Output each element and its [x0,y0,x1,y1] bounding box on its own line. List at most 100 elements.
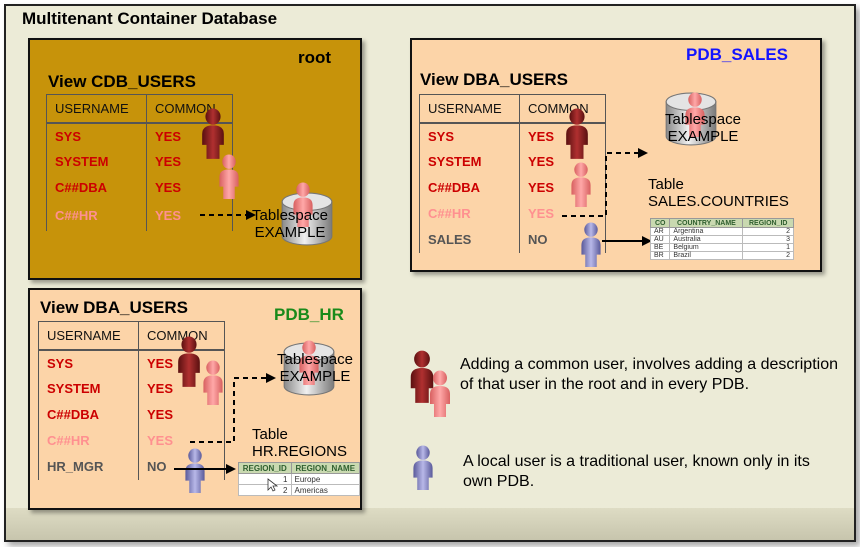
user-cell: SYSTEM [38,375,139,402]
common-cell: YES [519,200,606,227]
pdb-hr-label: PDB_HR [274,305,344,324]
cell: 1 [238,473,292,485]
pdb-sales-label: PDB_SALES [686,45,789,64]
cell: BR [649,251,671,260]
table-row: 2 Americas [238,484,360,496]
cell: BE [649,243,671,252]
cell: Americas [290,484,360,496]
col-header: COUNTRY_NAME [669,218,744,228]
person-red-icon [198,108,228,160]
table-name: SALES.COUNTRIES [648,193,789,210]
user-cell: C##HR [46,200,147,231]
tablespace-word: Tablespace [252,207,328,224]
cell: Australia [669,235,744,244]
table-row: AU Australia 3 [649,235,794,244]
user-cell: SYS [419,122,520,149]
hr-table-label: Table HR.REGIONS [252,426,347,460]
user-cell: SALES [419,226,520,253]
user-cell: C##DBA [419,174,520,201]
user-cell: HR_MGR [38,453,139,480]
cell: Argentina [669,227,744,236]
cell: 3 [742,235,794,244]
solid-arrow [174,464,236,474]
pdb-sales-view-title: View DBA_USERS [420,70,569,89]
table-row: BR Brazil 2 [649,251,794,260]
col-header-username: USERNAME [38,321,139,351]
table-row: SYSTEM YES [419,148,606,175]
table-row: SYSTEM YES [46,148,233,175]
table-row: AR Argentina 2 [649,227,794,236]
person-blue-icon [410,445,436,491]
table-name: HR.REGIONS [252,443,348,460]
person-pink-icon [426,370,454,418]
col-header: REGION_ID [238,462,292,474]
user-cell: SYSTEM [46,148,147,175]
dashed-arrow [190,373,276,443]
root-view-title: View CDB_USERS [48,72,197,91]
table-word: Table [252,426,288,443]
container-title: Multitenant Container Database [22,9,278,28]
user-cell: SYSTEM [419,148,520,175]
common-cell: YES [519,122,606,149]
col-header: REGION_NAME [290,462,360,474]
pdb-hr-view-title: View DBA_USERS [40,298,189,317]
cell: AU [649,235,671,244]
col-header-common: COMMON [519,94,606,124]
dashed-arrow [562,148,648,217]
dashed-arrow [200,210,256,220]
user-cell: C##HR [38,427,139,454]
table-row: 1 Europe [238,473,360,485]
table-row: C##HR YES [419,200,606,227]
col-header-username: USERNAME [46,94,147,124]
tablespace-word: Tablespace [277,351,353,368]
user-cell: C##HR [419,200,520,227]
tablespace-word: Tablespace [665,111,741,128]
cell: 2 [238,484,292,496]
col-header: REGION_ID [742,218,794,228]
table-word: Table [648,176,684,193]
col-header-common: COMMON [138,321,225,351]
table-row: HR_MGR NO [38,453,225,480]
table-row: C##HR YES [38,427,225,454]
hr-tablespace-label: Tablespace EXAMPLE [270,351,360,385]
cell: Brazil [669,251,744,260]
common-cell: YES [138,427,225,454]
user-cell: SYS [46,122,147,149]
cell: Belgium [669,243,744,252]
common-cell: NO [138,453,225,480]
root-label: root [298,48,332,67]
table-row: BE Belgium 1 [649,243,794,252]
root-users-table: USERNAME COMMON SYS YES SYSTEM YES C##DB… [46,94,233,231]
cell: 2 [742,227,794,236]
solid-arrow [602,236,652,246]
root-tablespace-label: Tablespace EXAMPLE [248,207,332,241]
sales-tablespace-label: Tablespace EXAMPLE [656,111,750,145]
table-row: C##DBA YES [38,401,225,428]
col-header-username: USERNAME [419,94,520,124]
table-row: C##DBA YES [419,174,606,201]
col-header: CO [649,218,671,228]
sales-table-label: Table SALES.COUNTRIES [648,176,789,210]
cell: 1 [742,243,794,252]
person-pink-icon [216,154,242,200]
user-cell: C##DBA [46,174,147,201]
countries-table: CO COUNTRY_NAME REGION_ID AR Argentina 2… [649,218,794,260]
local-user-note: A local user is a traditional user, know… [463,453,810,490]
table-row: C##DBA YES [46,174,233,201]
tablespace-name: EXAMPLE [254,224,326,241]
tablespace-name: EXAMPLE [667,128,739,145]
regions-table: REGION_ID REGION_NAME 1 Europe 2 America… [238,462,360,496]
user-cell: SYS [38,349,139,376]
table-row: SYS YES [419,122,606,149]
cell: AR [649,227,671,236]
cursor-icon [267,478,278,492]
common-cell: YES [519,148,606,175]
container-footer-band [6,508,854,540]
user-cell: C##DBA [38,401,139,428]
cell: 2 [742,251,794,260]
common-cell: YES [138,401,225,428]
common-cell: YES [519,174,606,201]
common-user-note: Adding a common user, involves adding a … [460,356,838,393]
tablespace-name: EXAMPLE [279,368,351,385]
cell: Europe [290,473,360,485]
